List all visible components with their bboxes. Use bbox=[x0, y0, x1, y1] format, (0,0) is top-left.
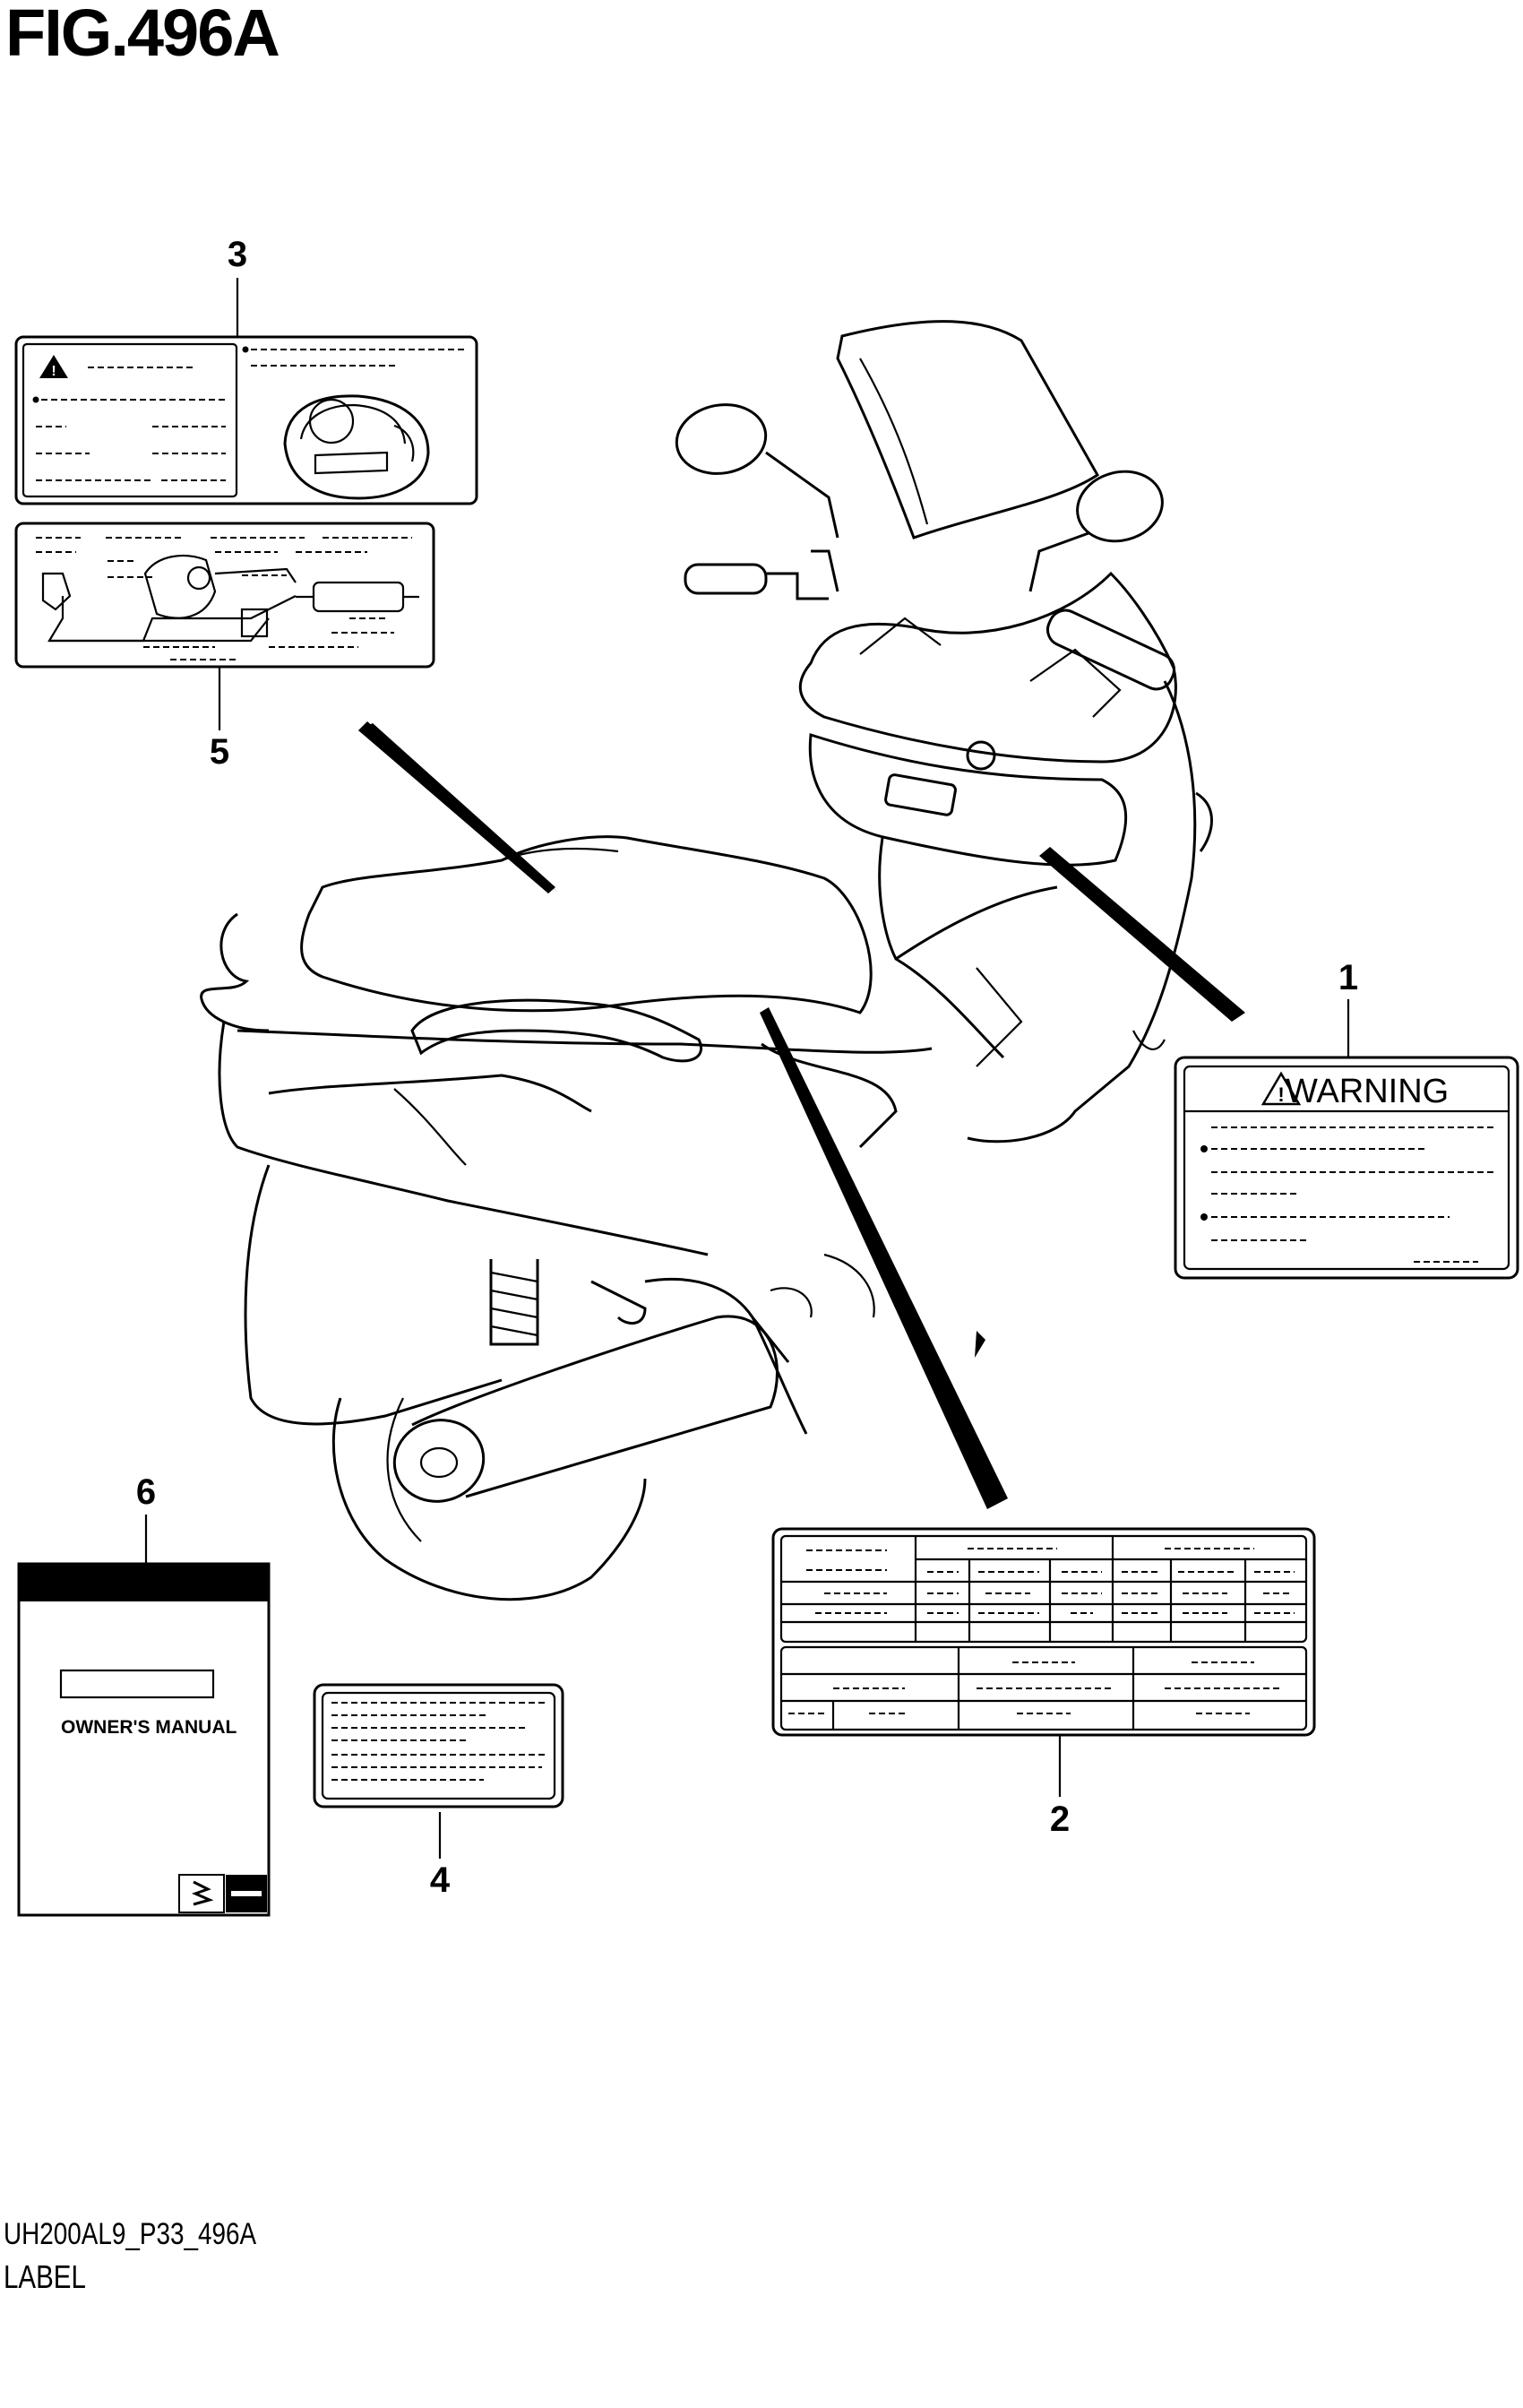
callout-5: 5 bbox=[210, 732, 229, 772]
pointer-wedges bbox=[358, 721, 1245, 1509]
svg-text:!: ! bbox=[51, 364, 56, 379]
section-label: LABEL bbox=[4, 2258, 86, 2295]
callout-1: 1 bbox=[1338, 958, 1358, 997]
svg-text:!: ! bbox=[1278, 1083, 1284, 1106]
label-5-hose-routing: 5 bbox=[14, 522, 435, 772]
label-2-table: 2 bbox=[771, 1527, 1316, 1839]
warning-heading: WARNING bbox=[1286, 1073, 1449, 1110]
callout-3: 3 bbox=[228, 235, 247, 274]
label-4-text: 4 bbox=[313, 1683, 564, 1900]
figure-title: FIG.496A bbox=[5, 0, 280, 70]
warning-triangle-icon: ! bbox=[1261, 1071, 1302, 1106]
callout-6: 6 bbox=[136, 1472, 156, 1512]
item-6-owners-manual: 6 OWNER'S MANUAL bbox=[17, 1472, 271, 1917]
diagram-code: UH200AL9_P33_496A bbox=[4, 2217, 257, 2251]
label-1-warning: 1 ! WARNING bbox=[1174, 958, 1519, 1280]
suzuki-logo-icon bbox=[178, 1874, 267, 1913]
scooter-illustration bbox=[200, 320, 1213, 1601]
warning-triangle-icon: ! bbox=[39, 355, 68, 379]
label-3-storage: 3 ! bbox=[14, 235, 478, 505]
manual-title: OWNER'S MANUAL bbox=[61, 1717, 237, 1738]
callout-2: 2 bbox=[1050, 1800, 1070, 1839]
callout-4: 4 bbox=[430, 1860, 451, 1900]
